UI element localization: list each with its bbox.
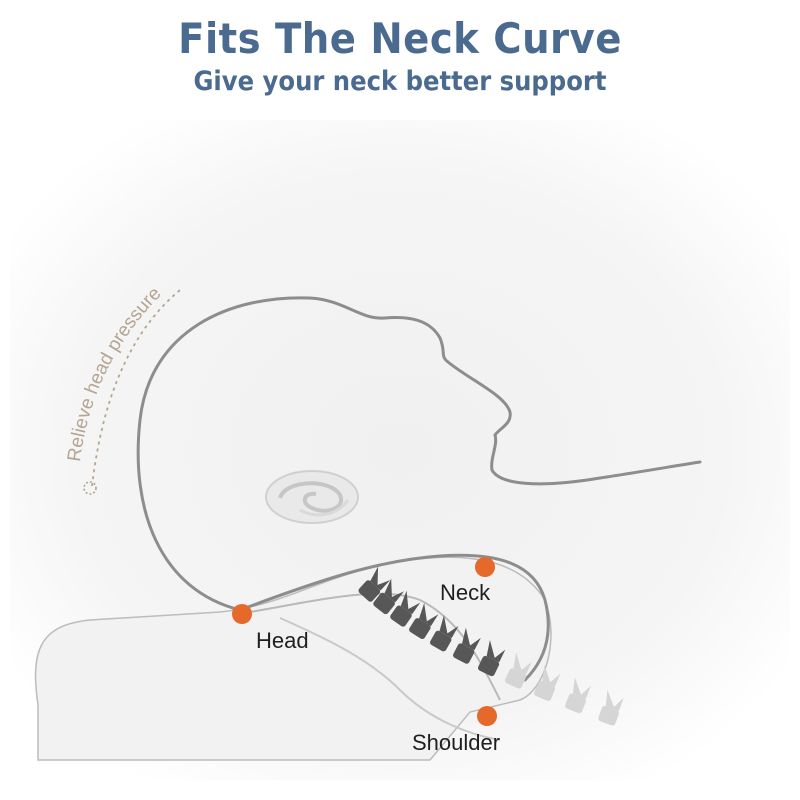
head-marker <box>232 604 252 624</box>
vertebra <box>409 602 439 640</box>
shoulder-label: Shoulder <box>412 730 500 755</box>
vertebra <box>373 578 405 615</box>
vertebra <box>534 664 561 701</box>
neck-inner-line-2 <box>279 617 501 741</box>
page-subtitle: Give your neck better support <box>193 66 607 97</box>
spine-illustration <box>358 566 624 726</box>
neck-marker <box>475 557 495 577</box>
neck-inner-line <box>249 592 501 701</box>
vertebra <box>430 615 459 652</box>
vertebra <box>565 677 591 714</box>
vertebra <box>453 627 481 664</box>
neck-label: Neck <box>440 580 491 605</box>
page-title: Fits The Neck Curve <box>178 14 622 63</box>
ear-icon <box>265 470 359 524</box>
head-outline <box>136 296 702 612</box>
vertebra <box>390 590 421 627</box>
head-label: Head <box>256 628 309 653</box>
pressure-arc <box>91 289 181 487</box>
pressure-arc-start <box>83 481 97 495</box>
vertebra <box>598 689 624 726</box>
vertebra <box>358 566 391 602</box>
shoulder-marker <box>477 706 497 726</box>
vertebra <box>505 652 532 689</box>
vertebra <box>478 640 506 677</box>
